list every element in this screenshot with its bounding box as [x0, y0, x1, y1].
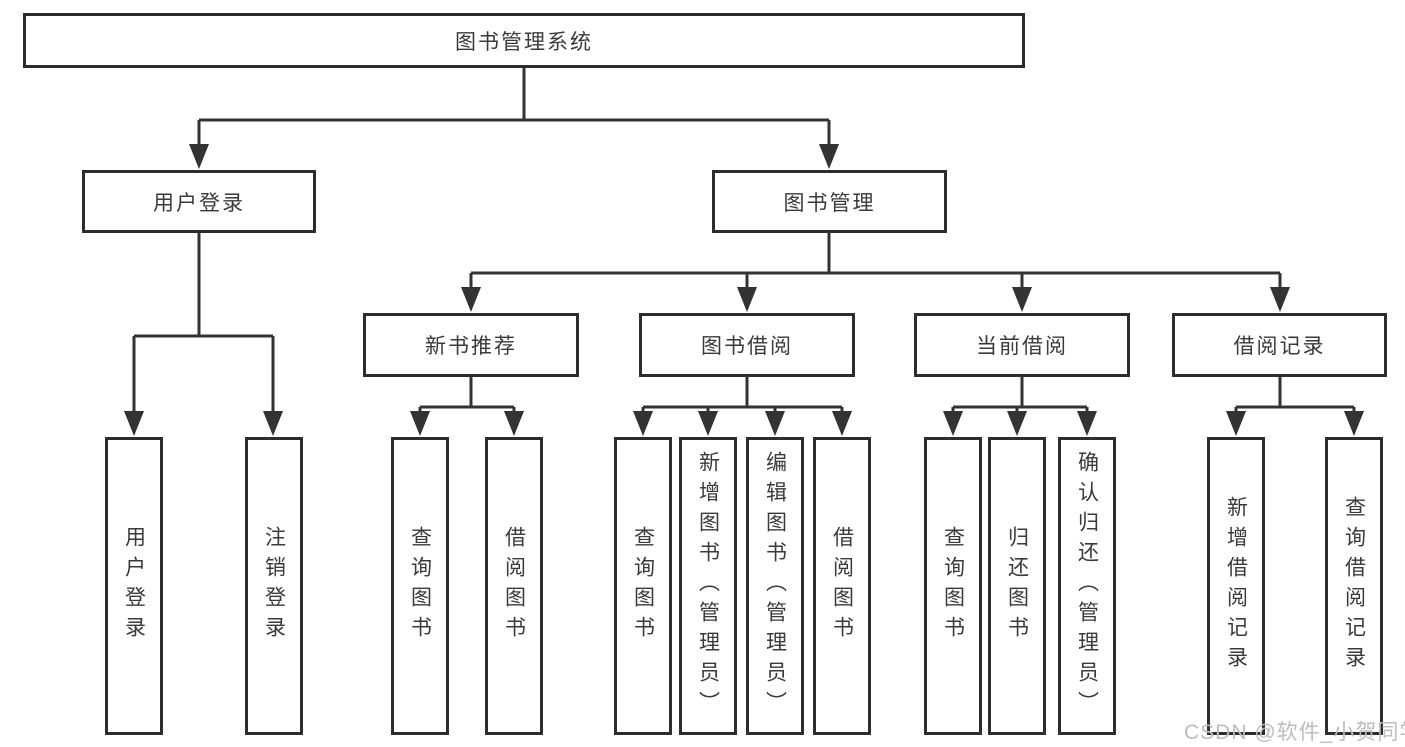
- node-query-borrow-record: 查询借阅记录: [1325, 437, 1383, 735]
- node-borrow-books-recommend-label: 借阅图书: [502, 526, 526, 646]
- node-current-borrowing-label: 当前借阅: [976, 335, 1068, 358]
- node-query-borrow-record-label: 查询借阅记录: [1342, 496, 1366, 676]
- node-logout-label: 注销登录: [262, 526, 286, 646]
- node-logout: 注销登录: [245, 437, 303, 735]
- node-borrow-books-borrowing: 借阅图书: [813, 437, 871, 735]
- node-borrowing-records: 借阅记录: [1172, 313, 1387, 377]
- node-return-books-label: 归还图书: [1005, 526, 1029, 646]
- node-query-books-current: 查询图书: [924, 437, 982, 735]
- node-query-books-borrowing: 查询图书: [614, 437, 672, 735]
- node-add-borrow-record-label: 新增借阅记录: [1224, 496, 1248, 676]
- node-edit-books-admin: 编辑图书（管理员）: [746, 437, 804, 735]
- node-new-book-recommend-label: 新书推荐: [425, 335, 517, 358]
- connector-segments: [132, 68, 1356, 416]
- node-user-login: 用户登录: [105, 437, 163, 735]
- node-confirm-return-admin-label: 确认归还（管理员）: [1075, 451, 1099, 721]
- node-add-books-admin: 新增图书（管理员）: [679, 437, 737, 735]
- node-book-borrowing-label: 图书借阅: [701, 335, 793, 358]
- node-user-login-group-label: 用户登录: [153, 191, 245, 215]
- node-edit-books-admin-label: 编辑图书（管理员）: [763, 451, 787, 721]
- node-query-books-current-label: 查询图书: [941, 526, 965, 646]
- node-borrowing-records-label: 借阅记录: [1233, 335, 1326, 358]
- node-root-label: 图书管理系统: [455, 30, 593, 54]
- node-book-management: 图书管理: [712, 170, 947, 233]
- csdn-watermark: CSDN @软件_小贺同学: [1184, 721, 1405, 744]
- node-current-borrowing: 当前借阅: [914, 313, 1130, 377]
- node-user-login-group: 用户登录: [82, 170, 316, 233]
- node-borrow-books-recommend: 借阅图书: [485, 437, 543, 735]
- node-add-books-admin-label: 新增图书（管理员）: [696, 451, 720, 721]
- node-root: 图书管理系统: [23, 13, 1025, 68]
- node-confirm-return-admin: 确认归还（管理员）: [1058, 437, 1116, 735]
- arrowhead-icons: [124, 144, 1364, 436]
- node-query-books-borrowing-label: 查询图书: [631, 526, 655, 646]
- node-book-borrowing: 图书借阅: [639, 313, 855, 377]
- node-user-login-label: 用户登录: [122, 526, 146, 646]
- node-book-management-label: 图书管理: [783, 191, 876, 215]
- node-return-books: 归还图书: [988, 437, 1046, 735]
- node-add-borrow-record: 新增借阅记录: [1207, 437, 1265, 735]
- node-borrow-books-borrowing-label: 借阅图书: [830, 526, 854, 646]
- node-query-books-recommend-label: 查询图书: [408, 526, 432, 646]
- node-query-books-recommend: 查询图书: [391, 437, 449, 735]
- node-new-book-recommend: 新书推荐: [363, 313, 579, 377]
